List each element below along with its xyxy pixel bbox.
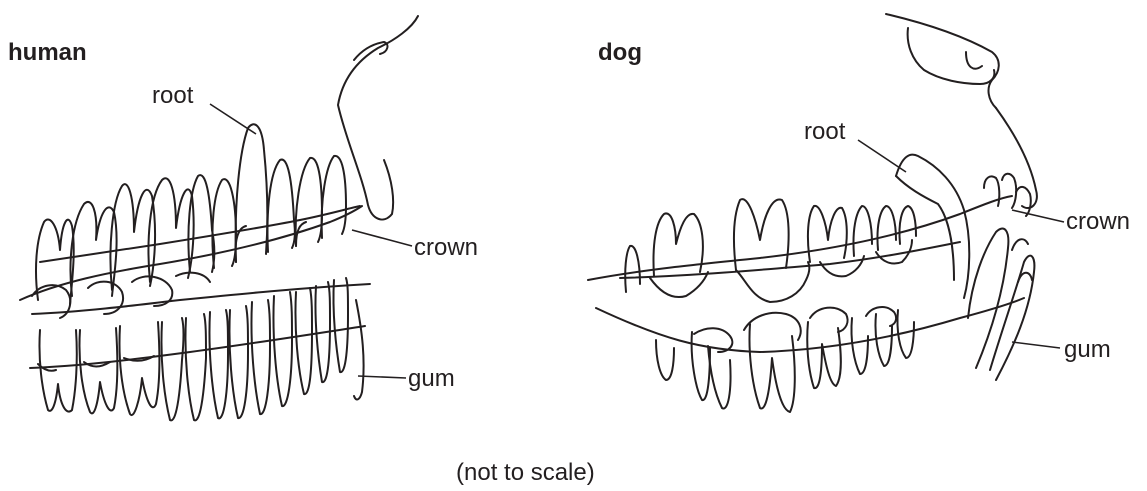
human-root-label: root xyxy=(152,84,193,108)
dog-crown-leader xyxy=(1012,210,1064,222)
dog-panel-title: dog xyxy=(598,41,642,65)
human-teeth-drawing xyxy=(20,16,418,420)
human-molar-crowns xyxy=(32,273,210,318)
dog-upper-teeth xyxy=(625,155,1031,302)
dog-skull-outline xyxy=(886,14,999,108)
human-crown-label: crown xyxy=(414,236,478,260)
dog-occlusal-line xyxy=(620,242,960,278)
human-panel-title: human xyxy=(8,41,87,65)
human-jaw-outline xyxy=(338,16,418,220)
human-gum-leader xyxy=(358,376,406,378)
dog-gum-label: gum xyxy=(1064,338,1111,362)
human-crown-leader xyxy=(352,230,412,246)
dog-root-label: root xyxy=(804,120,845,144)
human-lower-teeth xyxy=(38,278,364,420)
dog-root-leader xyxy=(858,140,906,172)
dog-gum-leader xyxy=(1012,342,1060,348)
dog-crown-label: crown xyxy=(1066,210,1130,234)
human-root-leader xyxy=(210,104,256,134)
dog-teeth-drawing xyxy=(588,14,1064,412)
dog-lower-gum-line xyxy=(596,298,1024,352)
human-gum-label: gum xyxy=(408,367,455,391)
human-occlusal-line xyxy=(32,284,370,314)
scale-caption: (not to scale) xyxy=(456,461,595,485)
human-upper-teeth xyxy=(36,124,360,304)
